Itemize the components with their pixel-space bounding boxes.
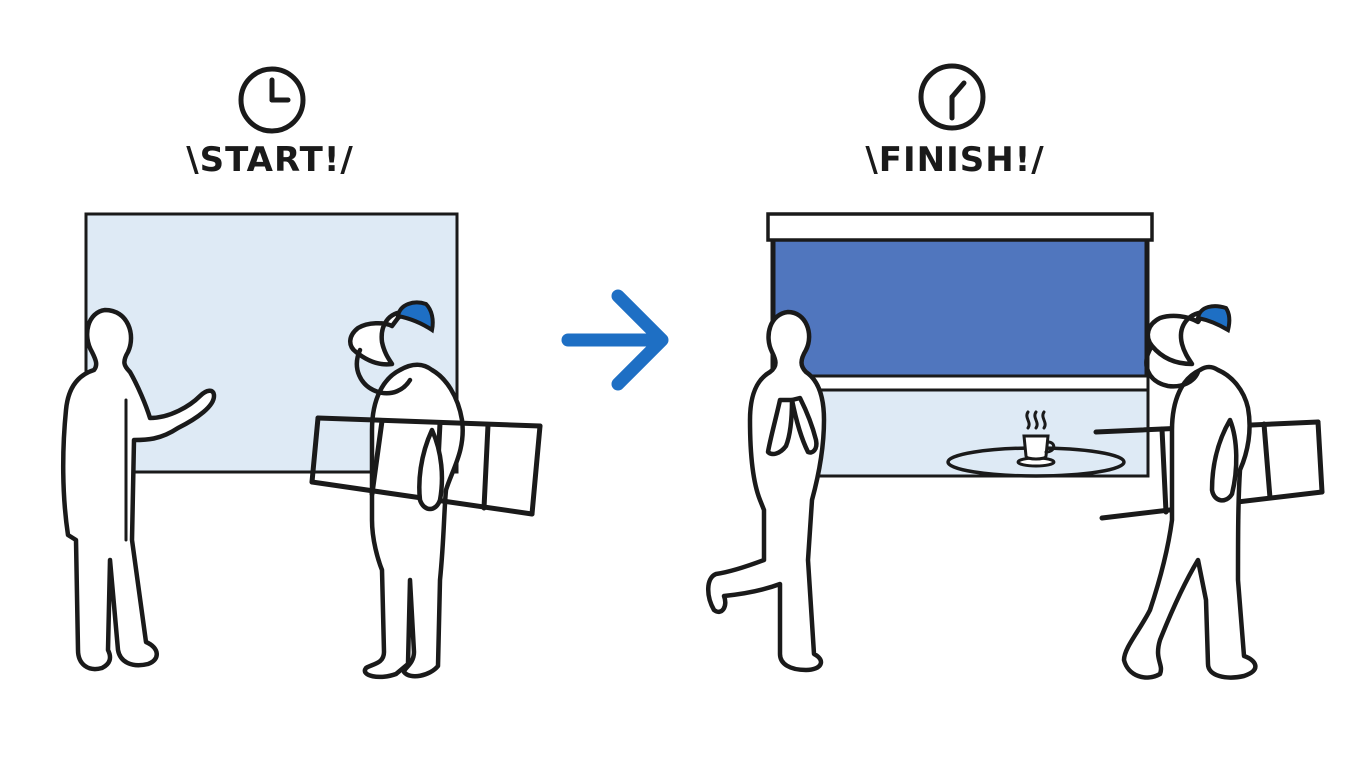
blind-bottom-bar	[770, 374, 1150, 392]
finish-clock-icon	[918, 63, 986, 131]
finish-worker-ladder	[1093, 304, 1325, 680]
arrow-right-icon	[561, 289, 669, 391]
start-clock-icon	[238, 66, 306, 134]
start-person-pointing	[60, 307, 217, 672]
start-label: \START!/	[186, 140, 354, 180]
blind-headrail	[766, 212, 1154, 242]
finish-label: \FINISH!/	[865, 140, 1045, 180]
coffee-cup-icon	[1016, 410, 1056, 468]
start-worker-ladder	[309, 300, 543, 680]
finish-person-happy	[706, 309, 827, 673]
roller-blind	[772, 238, 1148, 378]
